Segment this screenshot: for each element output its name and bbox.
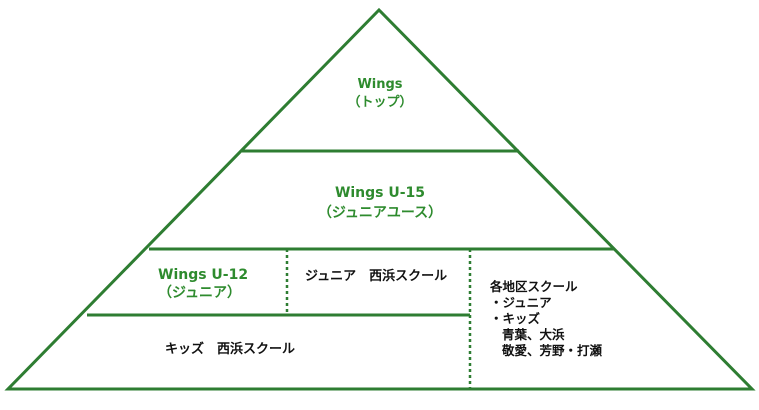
district-schools-label: 各地区スクール ・ジュニア ・キッズ 青葉、大浜 敬愛、芳野・打瀬 bbox=[490, 279, 602, 359]
pyramid-outline bbox=[4, 7, 756, 391]
district-schools-locations-2: 敬愛、芳野・打瀬 bbox=[502, 343, 603, 358]
junior-nishihama-school-label: ジュニア 西浜スクール bbox=[305, 269, 448, 284]
tier-top-name: Wings bbox=[357, 77, 403, 92]
tier-u12-name: Wings U-12 bbox=[158, 267, 249, 283]
district-schools-title: 各地区スクール bbox=[490, 279, 578, 294]
tier-u12-subtitle: （ジュニア） bbox=[158, 285, 242, 301]
tier-top-label: Wings （トップ） bbox=[330, 76, 430, 112]
kids-nishihama-school-label: キッズ 西浜スクール bbox=[165, 342, 296, 357]
tier-u12-label: Wings U-12 （ジュニア） bbox=[158, 266, 248, 302]
tier-u15-label: Wings U-15 （ジュニアユース） bbox=[280, 183, 480, 223]
tier-u15-name: Wings U-15 bbox=[334, 185, 426, 201]
pyramid-lines bbox=[4, 7, 756, 391]
tier-top-subtitle: （トップ） bbox=[347, 95, 413, 110]
district-schools-item-junior: ・ジュニア bbox=[490, 295, 552, 310]
district-schools-locations-1: 青葉、大浜 bbox=[502, 327, 565, 342]
tier-u15-subtitle: （ジュニアユース） bbox=[317, 205, 443, 221]
district-schools-item-kids: ・キッズ bbox=[490, 311, 541, 326]
